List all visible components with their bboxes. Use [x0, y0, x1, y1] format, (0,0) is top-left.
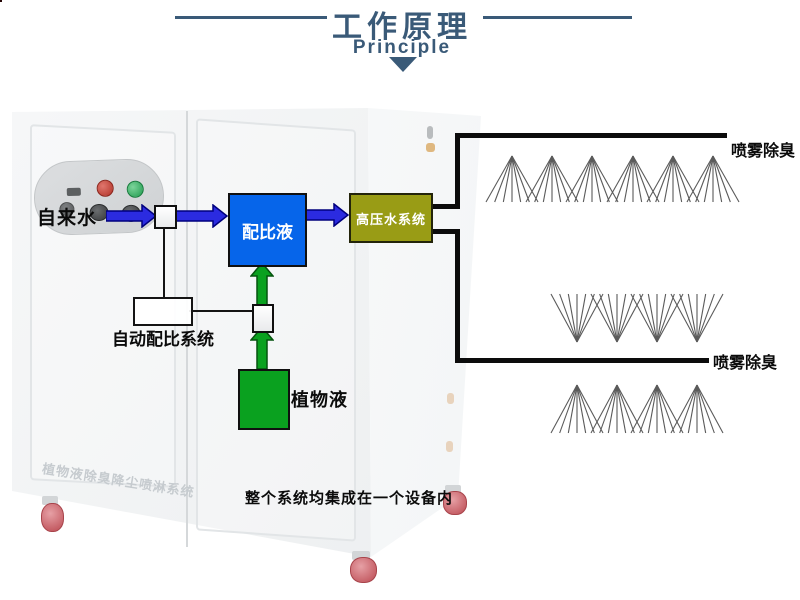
pipe-bottom-link [428, 229, 460, 234]
tap-water-label: 自来水 [37, 208, 98, 229]
spray-fan-icon [565, 155, 619, 203]
pipe-top-riser [455, 133, 460, 209]
valve-box [252, 304, 274, 333]
title-rule-right [483, 16, 632, 19]
caster-bracket [445, 485, 461, 493]
spray-fan-icon [606, 155, 660, 203]
cabinet-fitting [427, 126, 433, 139]
spray-fan-icon [670, 384, 724, 434]
cabinet-right-door-panel [196, 118, 356, 542]
spray-fan-icon [590, 384, 644, 434]
high-pressure-system-box: 高压水系统 [349, 193, 433, 243]
power-switch-icon [66, 187, 81, 197]
page-subtitle: Principle [352, 37, 452, 58]
caster-wheel [443, 491, 467, 515]
spray-fan-icon [646, 155, 700, 203]
spray-fan-icon [590, 293, 644, 343]
plant-liquid-label: 植物液 [291, 390, 348, 410]
page-title: 工作原理 [332, 11, 472, 44]
green-button-icon [126, 180, 145, 199]
cabinet-door-gap [186, 111, 188, 547]
spray-fan-icon [525, 155, 579, 203]
spray-fan-icon [485, 155, 539, 203]
pipe-top-link [428, 204, 460, 209]
down-triangle-icon [389, 57, 417, 72]
plant-liquid-tank [238, 369, 290, 430]
cabinet-fitting [447, 393, 454, 404]
title-rule-left [175, 16, 327, 19]
pipe-bottom-main [455, 358, 709, 363]
caster-wheel [41, 503, 64, 532]
connector-vertical [163, 225, 165, 298]
cabinet-fitting [426, 143, 435, 152]
mix-liquid-box: 配比液 [228, 193, 307, 267]
spray-fan-icon [550, 384, 604, 434]
valve-box [154, 205, 177, 229]
spray-fan-icon [686, 155, 740, 203]
spray-fan-icon [670, 293, 724, 343]
pipe-bottom-riser [455, 229, 460, 363]
water-flow-arrow [175, 204, 229, 228]
red-button-icon [96, 179, 114, 198]
pipe-top-main [455, 133, 727, 138]
spray-fan-icon [630, 293, 684, 343]
spray-fan-icon [550, 293, 604, 343]
connector-horizontal [189, 310, 253, 312]
spray-deodorize-label-bottom: 喷雾除臭 [713, 355, 778, 372]
auto-ratio-system-label: 自动配比系统 [112, 330, 214, 349]
auto-ratio-box [133, 297, 193, 326]
integration-note: 整个系统均集成在一个设备内 [245, 490, 454, 507]
caster-wheel [350, 557, 377, 583]
spray-deodorize-label-top: 喷雾除臭 [731, 143, 796, 160]
caster-bracket [352, 551, 370, 560]
spray-fan-icon [630, 384, 684, 434]
water-flow-arrow [106, 204, 158, 228]
water-flow-arrow [302, 203, 350, 227]
left:685px;top:356px;width:24px;height:10px; [0, 0, 2, 2]
cabinet-fitting [446, 441, 453, 452]
caster-bracket [42, 496, 58, 505]
plant-liquid-arrow [250, 262, 274, 306]
